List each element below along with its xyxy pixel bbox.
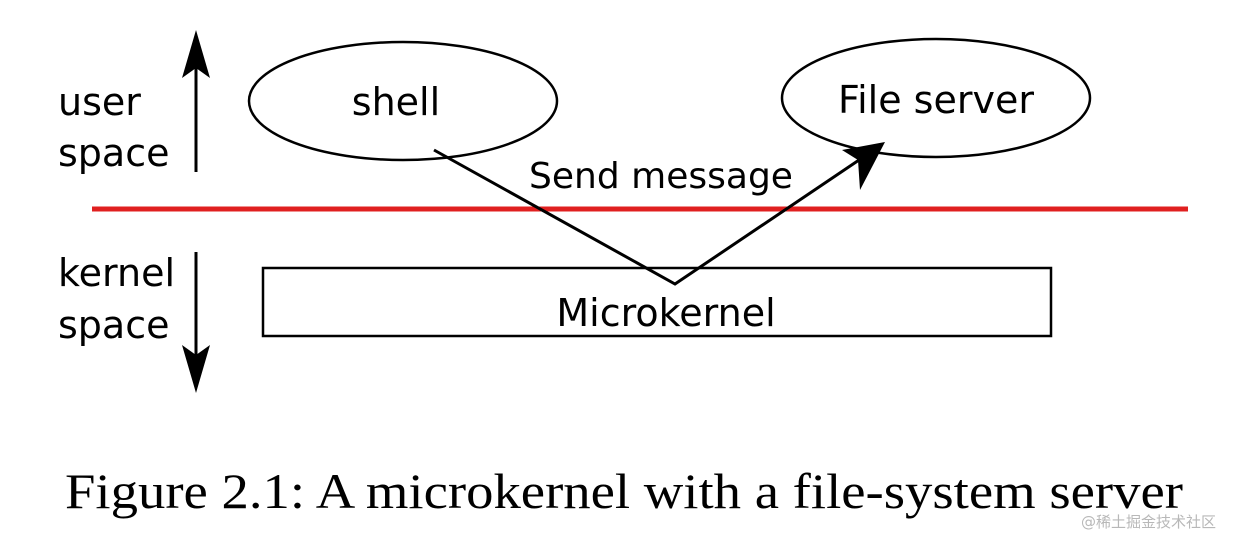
shell-node: shell xyxy=(247,40,559,162)
file-server-node: File server xyxy=(780,37,1092,159)
watermark: @稀土掘金技术社区 xyxy=(1080,513,1216,531)
figure-caption: Figure 2.1: A microkernel with a file-sy… xyxy=(65,463,1183,519)
kernel-space-label-line1: kernel xyxy=(58,251,175,295)
user-space-label-line2: space xyxy=(58,131,169,175)
kernel-space-down-arrow xyxy=(182,252,210,393)
microkernel-label: Microkernel xyxy=(556,291,775,335)
kernel-space-label-line2: space xyxy=(58,303,169,347)
send-message-arrow xyxy=(433,142,885,286)
send-message-label: Send message xyxy=(529,156,793,197)
shell-label: shell xyxy=(352,80,440,124)
file-server-label: File server xyxy=(838,78,1034,122)
user-space-up-arrow xyxy=(182,30,210,172)
user-space-label-line1: user xyxy=(58,80,141,124)
microkernel-node: Microkernel xyxy=(261,266,1053,338)
